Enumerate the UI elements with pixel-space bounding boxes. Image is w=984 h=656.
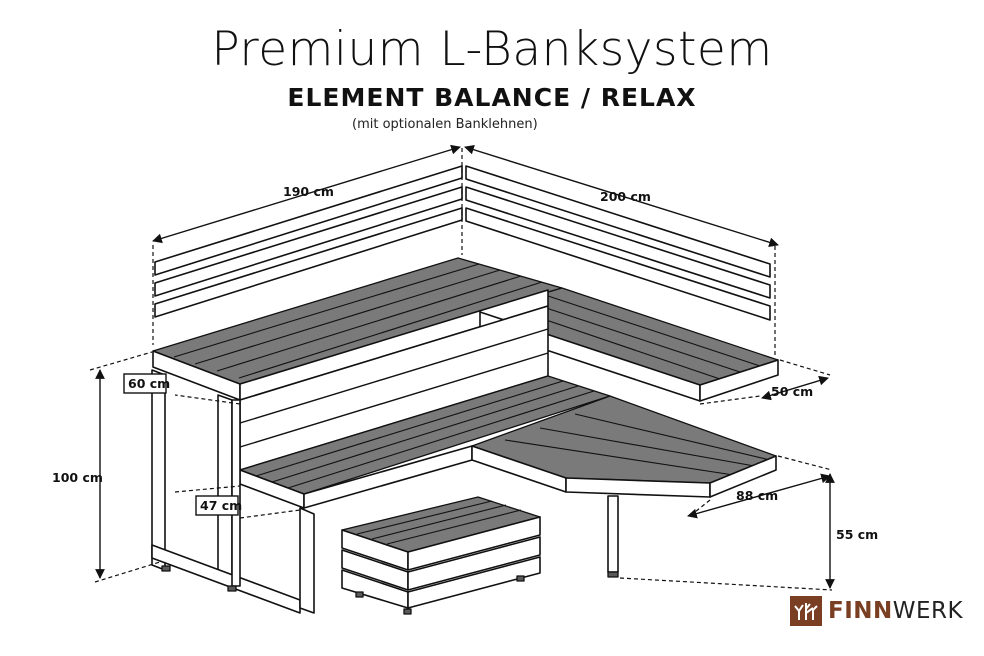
dim-back-left: 190 cm bbox=[283, 184, 334, 199]
dim-height-total: 100 cm bbox=[52, 470, 103, 485]
upper-bench bbox=[152, 257, 779, 402]
bench-frame bbox=[151, 369, 619, 614]
brand-name-part1: FINN bbox=[828, 598, 893, 624]
diagram-title: Premium L-Banksystem bbox=[211, 22, 773, 77]
footstool bbox=[341, 496, 541, 615]
dim-lower-depth-left-box: 47 cm bbox=[195, 495, 242, 516]
dim-upper-depth-right: 50 cm bbox=[771, 384, 813, 399]
dim-upper-depth-left-box: 60 cm bbox=[123, 373, 170, 394]
diagram-note: (mit optionalen Banklehnen) bbox=[352, 117, 538, 132]
dim-lower-depth-left: 47 cm bbox=[200, 498, 242, 513]
brand-logo: FINNWERK bbox=[790, 596, 963, 626]
dim-lower-depth-right: 88 cm bbox=[736, 488, 778, 503]
brand-name: FINNWERK bbox=[828, 598, 963, 624]
dim-height-lower: 55 cm bbox=[836, 527, 878, 542]
dim-back-right: 200 cm bbox=[600, 189, 651, 204]
lower-bench bbox=[239, 375, 777, 509]
brand-name-part2: WERK bbox=[892, 598, 964, 624]
dimension-lines bbox=[89, 144, 835, 591]
dim-upper-depth-left: 60 cm bbox=[128, 376, 170, 391]
finnwerk-logo-icon bbox=[790, 596, 822, 626]
diagram-subtitle: ELEMENT BALANCE / RELAX bbox=[287, 83, 697, 112]
